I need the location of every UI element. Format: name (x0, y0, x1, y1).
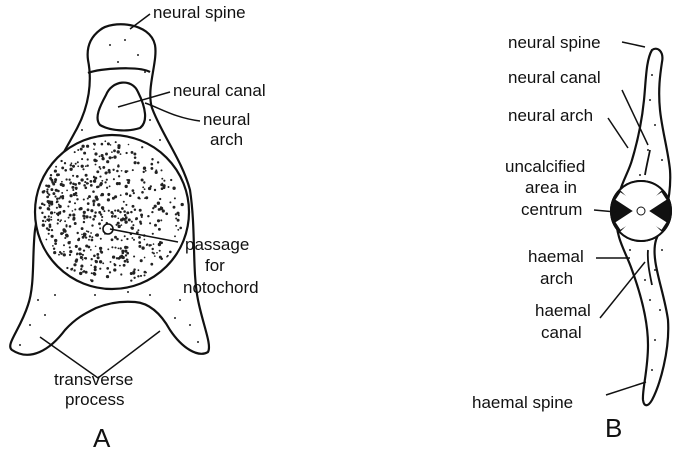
figure-a: neural spine neural canal neural arch pa… (10, 3, 265, 453)
label-b-haemal-arch-1: haemal (528, 247, 584, 266)
label-a-neural-spine: neural spine (153, 3, 246, 22)
label-a-transverse-1: transverse (54, 370, 133, 389)
label-a-neural-arch-2: arch (210, 130, 243, 149)
label-a-transverse-2: process (65, 390, 125, 409)
label-b-uncalcified-2: area in (525, 178, 577, 197)
label-a-passage-3: notochord (183, 278, 259, 297)
label-b-haemal-spine: haemal spine (472, 393, 573, 412)
label-b-haemal-canal-1: haemal (535, 301, 591, 320)
label-a-neural-arch-1: neural (203, 110, 250, 129)
label-b-neural-canal: neural canal (508, 68, 601, 87)
label-b-haemal-arch-2: arch (540, 269, 573, 288)
label-a-passage-2: for (205, 256, 225, 275)
label-a-passage-1: passage (185, 235, 249, 254)
label-b-uncalcified-1: uncalcified (505, 157, 585, 176)
panel-label-b: B (605, 413, 622, 443)
label-b-neural-spine: neural spine (508, 33, 601, 52)
label-b-uncalcified-3: centrum (521, 200, 582, 219)
panel-label-a: A (93, 423, 111, 453)
label-b-neural-arch: neural arch (508, 106, 593, 125)
label-b-haemal-canal-2: canal (541, 323, 582, 342)
label-a-neural-canal: neural canal (173, 81, 266, 100)
figure-b: neural spine neural canal neural arch un… (472, 33, 671, 443)
